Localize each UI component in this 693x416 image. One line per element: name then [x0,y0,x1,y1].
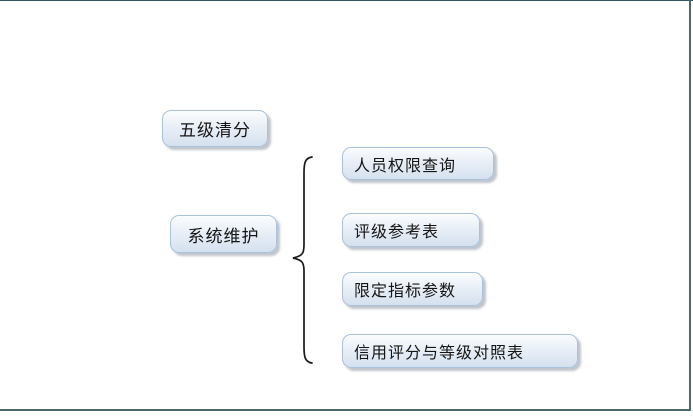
node-limit-indicator-parameters: 限定指标参数 [342,272,483,306]
node-label: 信用评分与等级对照表 [354,345,525,362]
node-personnel-permission-query: 人员权限查询 [342,147,494,180]
node-label: 限定指标参数 [354,283,457,300]
node-label: 人员权限查询 [354,157,457,175]
page-border-right [689,0,691,411]
curly-brace-icon [292,156,313,364]
node-label: 五级清分 [179,121,251,140]
page-border-top [0,0,693,1]
node-label: 系统维护 [187,226,260,246]
node-system-maintenance: 系统维护 [170,215,277,253]
node-five-level-clearing: 五级清分 [162,110,268,147]
node-label: 评级参考表 [354,224,440,241]
page-border-bottom [0,409,691,411]
node-credit-score-grade-comparison-table: 信用评分与等级对照表 [342,334,578,368]
node-rating-reference-table: 评级参考表 [342,213,480,247]
